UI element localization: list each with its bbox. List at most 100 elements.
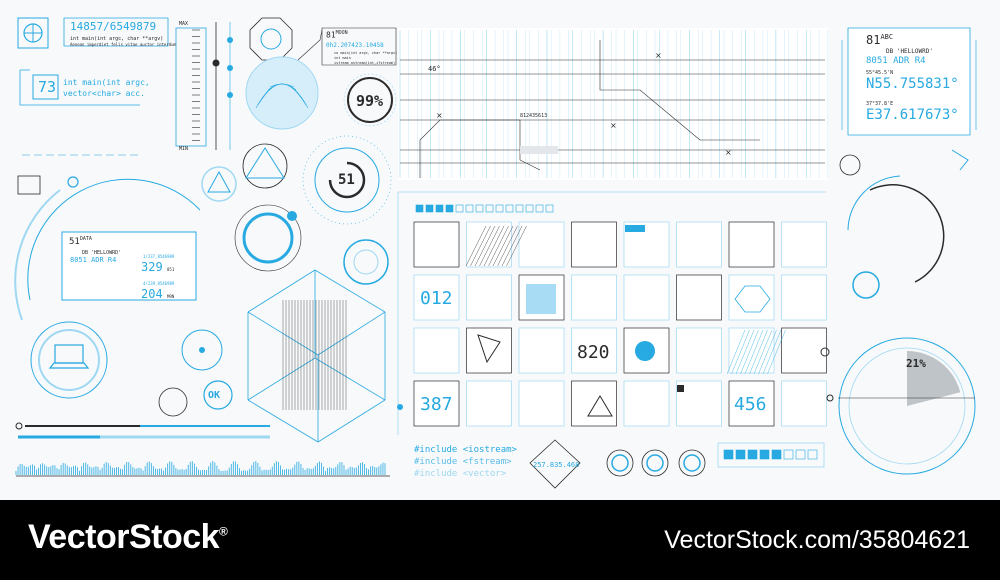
grid-cell — [571, 274, 617, 321]
grid-side-ring — [820, 347, 830, 357]
laptop-base — [48, 362, 90, 369]
bottom-cell — [783, 449, 794, 460]
grid-number-387: 387 — [420, 394, 453, 415]
percent-gauge-dashes — [343, 73, 397, 127]
cell-hatch — [735, 329, 755, 375]
data-panel-title: 51DATA — [69, 236, 92, 247]
percent-gauge-ring — [347, 77, 393, 123]
cell-hatch — [492, 225, 514, 267]
laptop-icon — [54, 344, 84, 364]
grid-header-cell — [465, 204, 474, 213]
cell-hatch — [501, 225, 523, 267]
map-cross-mark: × — [655, 51, 662, 60]
grid-number-456: 456 — [734, 394, 767, 415]
grid-header-cell — [495, 204, 504, 213]
coords-adr: 8051 ADR R4 — [866, 56, 926, 66]
bottom-ring — [678, 449, 706, 477]
moon-coords: 0h2.207423.10458 — [326, 42, 384, 49]
grid-cell — [623, 274, 670, 321]
grid-header-cell — [485, 204, 494, 213]
coords-panel-frame — [847, 27, 971, 136]
terrain-contour — [269, 83, 295, 88]
main-number-frame — [32, 74, 59, 100]
pie-gauge-outer — [838, 337, 976, 475]
map-number-label: 812435613 — [520, 113, 548, 119]
side-target-ring — [343, 239, 389, 285]
crosshair-frame — [17, 17, 49, 49]
cube-edge — [314, 357, 386, 401]
grid-header-cell — [525, 204, 534, 213]
percent-gauge-value: 99% — [356, 92, 384, 110]
bottom-cell — [735, 449, 746, 460]
grid-header-cell — [415, 204, 424, 213]
cube-edge — [247, 269, 316, 313]
grid-cell — [518, 327, 565, 374]
grid-cell — [518, 380, 565, 427]
code-line-2: Aenean imperdiet felis vitae auctor inte… — [70, 42, 176, 47]
data-panel-v1-label: 1/237_8546989 — [143, 254, 175, 259]
map-cross-mark: × — [436, 111, 443, 120]
count-gauge-value: 51 — [338, 172, 355, 188]
cube-edge — [317, 399, 386, 443]
data-panel-v1-unit: 851 — [167, 267, 175, 272]
grid-header-cell — [505, 204, 514, 213]
cell-hatch — [483, 225, 505, 267]
watermark-brand: VectorStock® — [28, 518, 228, 556]
small-target-ring — [158, 387, 188, 417]
include-line-1: #include <iostream> — [414, 445, 517, 455]
grid-cell — [728, 327, 775, 374]
grid-cell — [676, 274, 722, 321]
main-block-frame — [19, 69, 140, 106]
terrain-globe-icon — [245, 56, 319, 130]
side-target-inner — [353, 249, 379, 275]
grid-cell — [466, 380, 512, 427]
bottom-cell — [795, 449, 806, 460]
triangle-small-ring — [201, 166, 237, 202]
main-code-line-1: int main(int argc, — [63, 78, 150, 87]
grid-cell — [518, 221, 565, 268]
ok-button-ring — [203, 380, 233, 410]
grid-header-cell — [475, 204, 484, 213]
ring-arc — [14, 189, 61, 321]
vertical-slider — [175, 22, 233, 150]
triangle-gauge-ring — [242, 143, 288, 189]
data-panel-adr: 8051 ADR R4 — [70, 256, 117, 264]
slider-node — [227, 92, 233, 98]
top-left-frames — [17, 17, 169, 156]
cell-grid — [397, 191, 830, 435]
grid-cell — [623, 380, 670, 427]
data-panel-db: DB 'HELLOWRD' — [82, 250, 122, 256]
include-line-2: #include <fstream> — [414, 457, 512, 467]
coords-panel-rails — [841, 40, 977, 130]
coords-db: DB 'HELLOWRD' — [886, 48, 933, 55]
cube-edge — [247, 399, 319, 443]
bar-end-dot — [15, 422, 23, 430]
octagon-icon — [249, 17, 293, 61]
slider-knob — [212, 59, 220, 67]
data-panel-v2: 204 — [141, 287, 163, 301]
grid-cell — [781, 327, 827, 374]
map-circuit-trace — [419, 119, 541, 178]
cell-hatch — [497, 225, 518, 267]
data-panel-frame — [61, 231, 197, 301]
grid-cell — [676, 327, 722, 374]
code-line-1: int main(int argc, char **argv) — [70, 36, 164, 42]
data-panel-v2-unit: M9N — [167, 294, 175, 299]
right-arc-inner — [847, 175, 901, 231]
ok-button[interactable]: OK — [208, 390, 221, 401]
coords-n-small: 55°45.5'N — [866, 70, 894, 76]
grid-header-cell — [435, 204, 444, 213]
globe-pointer — [297, 29, 323, 61]
spinner-icon — [477, 334, 501, 364]
small-circle-icon — [67, 176, 79, 188]
frame-icon — [17, 175, 41, 195]
count-gauge-arc — [328, 161, 366, 199]
cell-block — [677, 385, 684, 392]
map-cross-mark: × — [725, 148, 732, 157]
target-dot — [199, 347, 205, 353]
triangle-small-icon — [207, 170, 231, 193]
grid-cell — [571, 380, 617, 427]
grid-header-cell — [425, 204, 434, 213]
triangle-icon — [245, 147, 285, 179]
slider-frame — [175, 27, 207, 147]
